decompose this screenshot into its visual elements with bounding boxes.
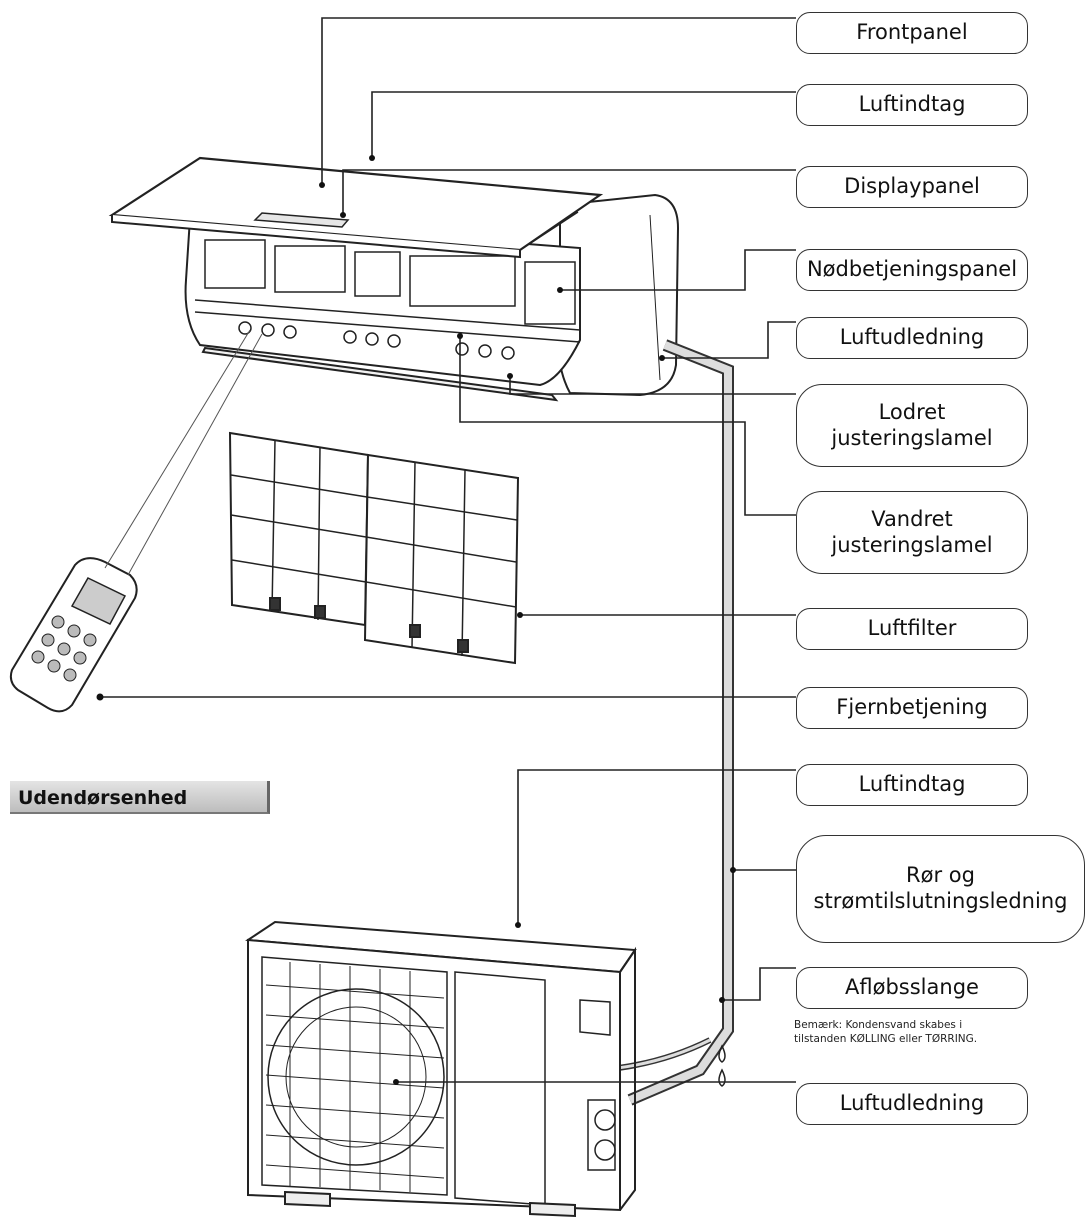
label-luftindtag-outdoor-text: Luftindtag <box>858 772 966 797</box>
condensate-note: Bemærk: Kondensvand skabes i tilstanden … <box>794 1018 1084 1046</box>
label-ror-line1: Rør og <box>906 863 975 888</box>
label-displaypanel-text: Displaypanel <box>844 174 980 199</box>
label-aflobsslange-text: Afløbsslange <box>845 975 979 1000</box>
label-nodbetjeningspanel-text: Nødbetjeningspanel <box>806 257 1018 282</box>
label-vandret-justeringslamel: Vandret justeringslamel <box>796 491 1028 574</box>
label-luftfilter-text: Luftfilter <box>867 616 957 641</box>
label-luftfilter: Luftfilter <box>796 608 1028 650</box>
label-luftudledning-outdoor-text: Luftudledning <box>839 1091 985 1116</box>
leader-frontpanel <box>321 17 796 185</box>
label-frontpanel-text: Frontpanel <box>856 20 968 45</box>
indoor-unit <box>108 156 680 402</box>
outdoor-unit <box>245 920 637 1218</box>
leader-lines <box>100 17 796 1083</box>
label-ror-line2: strømtilslutningsledning <box>813 889 1068 913</box>
leader-lodret <box>509 376 796 395</box>
leader-vandret <box>459 336 796 516</box>
label-luftudledning-indoor: Luftudledning <box>796 317 1028 359</box>
label-lodret-line2: justeringslamel <box>831 425 993 450</box>
label-vandret-line1: Vandret <box>871 506 953 531</box>
air-filter <box>228 431 520 665</box>
label-frontpanel: Frontpanel <box>796 12 1028 54</box>
label-lodret-justeringslamel: Lodret justeringslamel <box>796 384 1028 467</box>
remote-control <box>9 329 263 713</box>
note-line1: Bemærk: Kondensvand skabes i <box>794 1019 963 1031</box>
leader-nodbetjeningspanel <box>560 249 796 291</box>
label-fjernbetjening-text: Fjernbetjening <box>836 695 988 720</box>
label-ror-og-stromtilslutningsledning: Rør og strømtilslutningsledning <box>796 835 1085 943</box>
label-displaypanel: Displaypanel <box>796 166 1028 208</box>
leader-luftindtag-1 <box>371 91 796 158</box>
label-luftindtag-indoor-text: Luftindtag <box>858 92 966 117</box>
leader-aflobsslange <box>722 967 796 1001</box>
label-luftindtag-indoor: Luftindtag <box>796 84 1028 126</box>
pipe-and-cable <box>599 339 734 1106</box>
note-line2: tilstanden KØLLING eller TØRRING. <box>794 1033 978 1045</box>
label-aflobsslange: Afløbsslange <box>796 967 1028 1009</box>
label-luftudledning-outdoor: Luftudledning <box>796 1083 1028 1125</box>
label-luftindtag-outdoor: Luftindtag <box>796 764 1028 806</box>
label-nodbetjeningspanel: Nødbetjeningspanel <box>796 249 1028 291</box>
section-title-udendorsenhed: Udendørsenhed <box>10 781 270 814</box>
leader-displaypanel <box>342 169 796 215</box>
label-lodret-line1: Lodret <box>878 399 946 424</box>
label-fjernbetjening: Fjernbetjening <box>796 687 1028 729</box>
leader-luftudledning-1 <box>662 321 796 359</box>
label-vandret-line2: justeringslamel <box>831 532 993 557</box>
label-luftudledning-indoor-text: Luftudledning <box>839 325 985 350</box>
leader-luftindtag-2 <box>517 769 796 925</box>
